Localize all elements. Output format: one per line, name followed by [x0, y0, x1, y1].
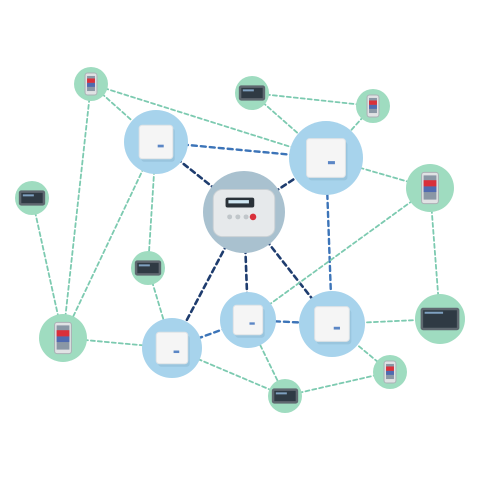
access-point-logo	[157, 144, 164, 148]
phone-screen-red-band	[386, 366, 394, 371]
access-point-body	[232, 304, 264, 336]
link-hub_top_left-to-device_phone_left	[62, 141, 157, 339]
node-hub-bottom-left	[142, 318, 202, 378]
node-device-phone-bottom-right	[373, 355, 407, 389]
node-device-tablet-top	[235, 76, 269, 110]
node-device-tablet-bottom	[268, 379, 302, 413]
phone-icon	[421, 171, 439, 205]
tablet-screen	[137, 262, 159, 274]
node-hub-right	[299, 291, 365, 357]
tablet-icon	[134, 260, 162, 276]
link-device_phone_top_left-to-hub_top_right	[90, 83, 327, 159]
access-point-logo	[249, 322, 255, 325]
access-point-icon	[155, 331, 190, 367]
access-point-icon	[232, 304, 265, 338]
access-point-icon	[306, 138, 348, 181]
tablet-screen	[274, 390, 296, 402]
phone-screen-blue-band	[56, 336, 70, 343]
tablet-icon	[238, 85, 266, 101]
node-device-phone-right	[406, 164, 454, 212]
tablet-screen	[21, 192, 43, 204]
nodes-layer	[15, 67, 465, 413]
node-device-phone-top-left	[74, 67, 108, 101]
tablet-screen	[423, 310, 457, 328]
node-device-tablet-center	[131, 251, 165, 285]
node-hub-top-left	[124, 110, 188, 174]
controller-screen-text	[228, 200, 249, 204]
access-point-body	[314, 306, 350, 342]
controller-body	[212, 188, 276, 238]
access-point-icon	[314, 306, 352, 345]
phone-icon	[366, 94, 380, 118]
tablet-screen-bar	[242, 89, 254, 92]
controller-key	[227, 214, 233, 220]
node-device-tablet-left	[15, 181, 49, 215]
node-hub-mid	[220, 292, 276, 348]
tablet-icon	[420, 307, 460, 331]
access-point-icon	[138, 124, 175, 162]
phone-screen-blue-band	[87, 82, 95, 87]
controller-key	[235, 214, 241, 220]
phone-icon	[54, 321, 72, 355]
link-device_phone_right-to-hub_mid	[247, 187, 431, 321]
phone-screen-blue-band	[386, 370, 394, 375]
access-point-logo	[327, 161, 335, 165]
access-point-logo	[333, 326, 340, 330]
phone-screen-red-band	[369, 100, 377, 105]
node-device-phone-left	[39, 314, 87, 362]
phone-icon	[84, 72, 98, 96]
access-point-body	[306, 138, 346, 178]
node-controller	[203, 171, 285, 253]
link-device_tablet_top-to-device_phone_top_right	[251, 92, 374, 107]
access-point-logo	[173, 350, 180, 354]
central-controller-icon	[212, 188, 276, 238]
tablet-icon	[271, 388, 299, 404]
phone-screen-red-band	[56, 330, 70, 337]
phone-screen-red-band	[423, 180, 437, 187]
node-hub-top-right	[289, 121, 363, 195]
tablet-screen-bar	[424, 311, 444, 314]
tablet-icon	[18, 190, 46, 206]
tablet-screen-bar	[138, 264, 150, 267]
node-device-tablet-right	[415, 294, 465, 344]
node-device-phone-top-right	[356, 89, 390, 123]
phone-screen-red-band	[87, 78, 95, 83]
phone-screen-blue-band	[423, 186, 437, 193]
controller-key	[243, 214, 249, 220]
tablet-screen	[241, 87, 263, 99]
link-device_tablet_bottom-to-device_phone_bottom_right	[284, 371, 391, 397]
tablet-screen-bar	[275, 392, 287, 395]
phone-screen-blue-band	[369, 104, 377, 109]
link-device_phone_top_left-to-device_phone_left	[62, 83, 92, 339]
access-point-body	[138, 124, 174, 160]
phone-icon	[383, 360, 397, 384]
controller-red-button	[249, 213, 257, 221]
access-point-body	[155, 331, 189, 365]
tablet-screen-bar	[22, 194, 34, 197]
